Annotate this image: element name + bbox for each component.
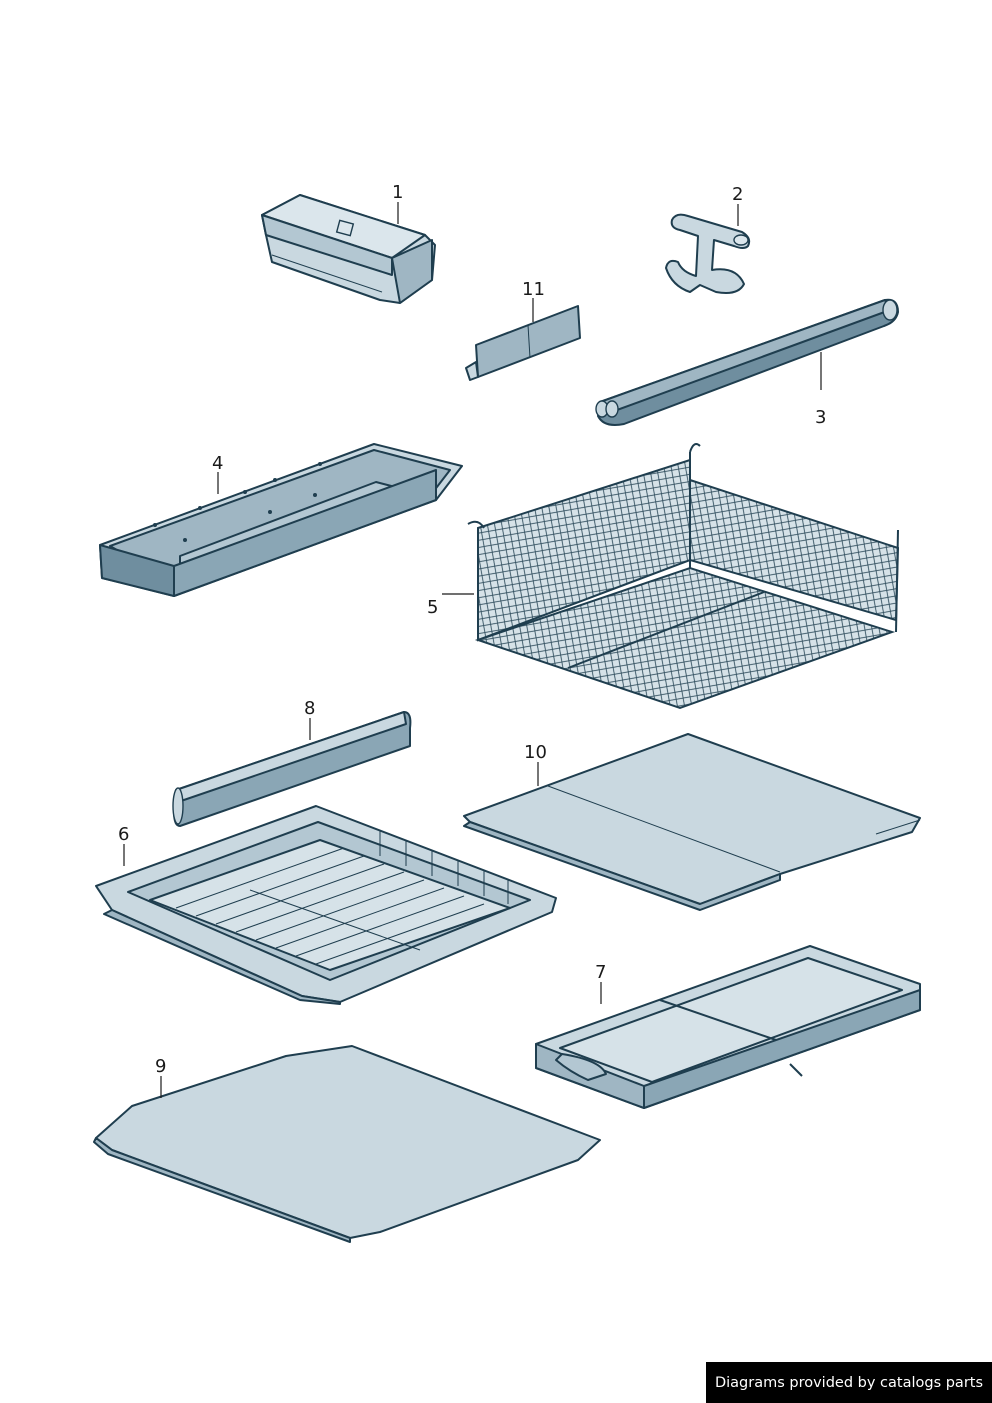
part-6-boot-tray[interactable] (95, 805, 557, 1005)
callout-4: 4 (212, 453, 223, 474)
footer-text: Diagrams provided by catalogs parts (714, 1374, 984, 1391)
part-4-long-tray[interactable] (99, 443, 463, 597)
part-5-cargo-net[interactable] (467, 443, 900, 710)
footer-banner: Diagrams provided by catalogs parts (706, 1362, 992, 1403)
callout-10: 10 (524, 742, 547, 763)
part-7-organiser-tray[interactable] (535, 945, 921, 1109)
callout-7: 7 (595, 962, 606, 983)
part-11-divider[interactable] (465, 305, 581, 381)
callout-6: 6 (118, 824, 129, 845)
callout-11: 11 (522, 279, 545, 300)
part-8-trim-bar[interactable] (172, 711, 412, 827)
callout-5: 5 (427, 597, 438, 618)
leader-lines (123, 202, 822, 1098)
part-9-floor-mat[interactable] (93, 1045, 601, 1243)
callout-3: 3 (815, 407, 826, 428)
callout-2: 2 (732, 184, 743, 205)
callout-1: 1 (392, 182, 403, 203)
part-3-luggage-cover[interactable] (595, 298, 899, 426)
callout-9: 9 (155, 1056, 166, 1077)
callout-8: 8 (304, 698, 315, 719)
part-2-bag-hook[interactable] (665, 213, 751, 294)
part-10-floor-panel[interactable] (463, 733, 921, 911)
part-1-storage-box[interactable] (261, 194, 436, 304)
